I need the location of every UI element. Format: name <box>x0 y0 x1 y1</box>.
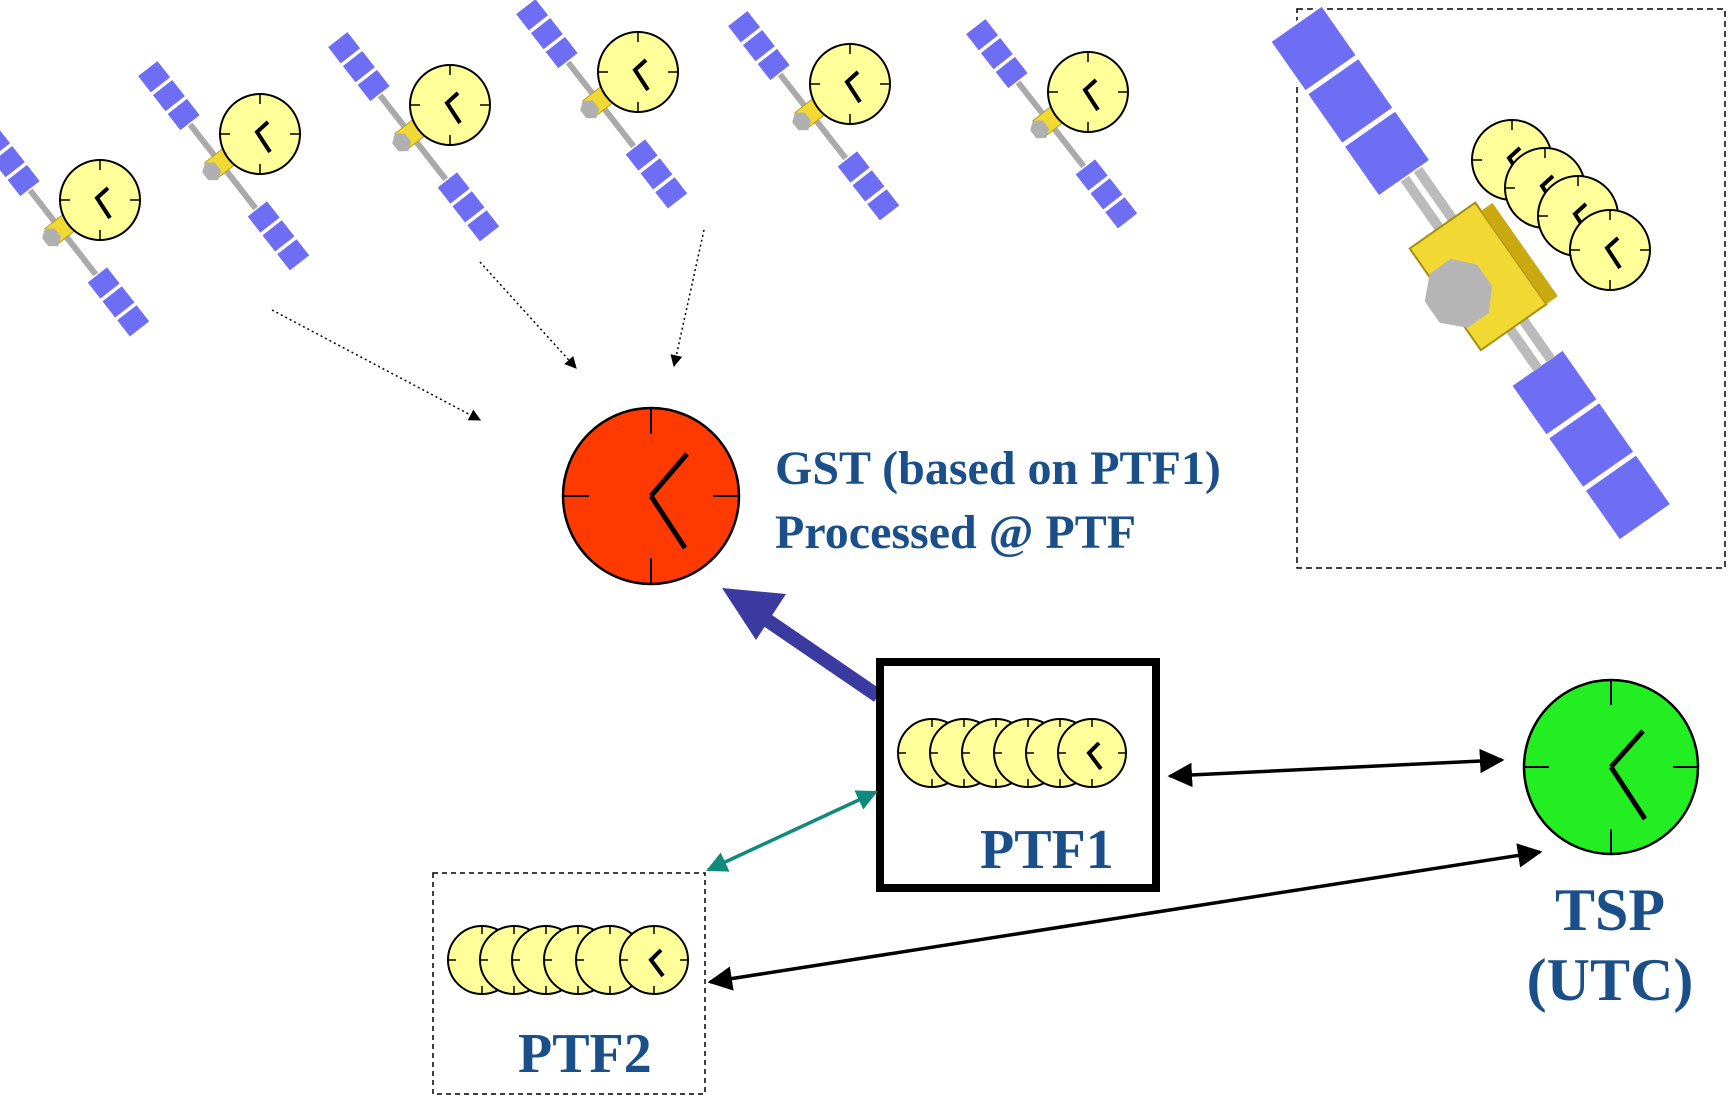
tsp-clock-icon <box>1522 678 1700 856</box>
ptf1-ptf2-link <box>706 790 878 872</box>
satellite-icon <box>721 10 900 226</box>
ptf1-station: PTF1 <box>876 658 1160 892</box>
tsp-label-line1: TSP <box>1555 877 1665 943</box>
gst-label-line2: Processed @ PTF <box>775 506 1136 559</box>
ptf2-station: PTF2 <box>432 872 706 1095</box>
ptf1-label: PTF1 <box>980 819 1114 881</box>
clock-icon <box>897 717 1128 789</box>
ptf2-label: PTF2 <box>518 1023 652 1085</box>
gst-label-line1: GST (based on PTF1) <box>775 442 1221 495</box>
satellite-icon <box>131 60 310 276</box>
tsp-label-line2: (UTC) <box>1527 947 1694 1013</box>
satellite-icon <box>321 31 500 247</box>
satellite-icon <box>0 126 150 342</box>
satellite-to-gst-links <box>271 229 705 421</box>
satellite-icon <box>509 0 688 214</box>
gst-clock-icon <box>561 406 741 586</box>
ptf1-to-gst-arrow <box>722 588 882 702</box>
ptf2-tsp-link <box>707 843 1543 991</box>
satellite-icon <box>1267 2 1674 544</box>
satellite-detail-inset <box>1267 2 1726 569</box>
clock-icon <box>447 924 690 996</box>
ptf1-tsp-link <box>1167 748 1505 788</box>
satellite-icon <box>959 18 1138 234</box>
